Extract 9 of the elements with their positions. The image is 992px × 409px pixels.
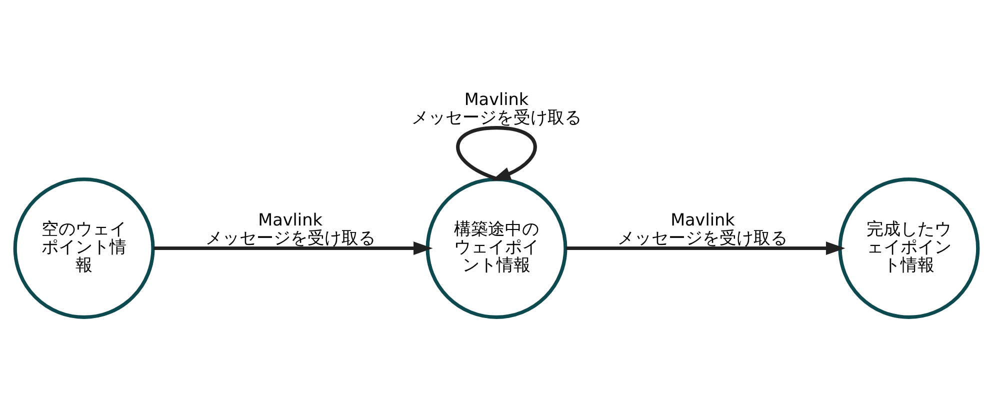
node-circle: 構築途中のウェイポイント情報: [425, 178, 567, 319]
edge-label: Mavlink メッセージを受け取る: [411, 89, 581, 128]
arrow: [152, 242, 432, 255]
node-circle: 完成したウェイポイント情報: [838, 178, 980, 319]
node-circle: 空のウェイポイント情報: [12, 178, 154, 319]
arrow: [456, 126, 536, 181]
edge-label: Mavlink メッセージを受け取る: [204, 210, 375, 248]
arrow: [565, 242, 845, 255]
edge-label: Mavlink メッセージを受け取る: [617, 210, 788, 248]
